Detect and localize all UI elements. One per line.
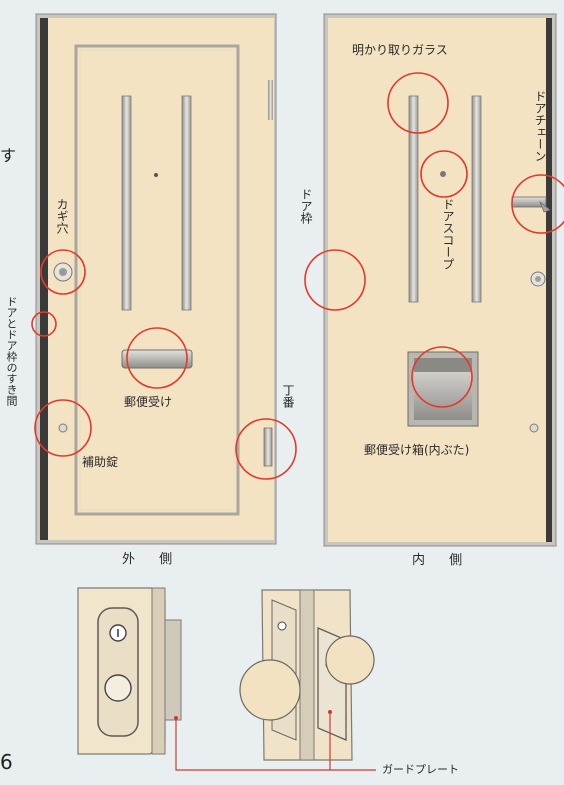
- label-mail-box: 郵便受け箱(内ぶた): [364, 443, 470, 457]
- outside-glass-slot-right: [181, 95, 192, 311]
- aux-lock: [58, 423, 68, 433]
- label-glass: 明かり取りガラス: [352, 43, 448, 57]
- highlight-door-chain: [511, 174, 564, 234]
- inside-glass-slot-right: [471, 95, 482, 303]
- highlight-door-scope: [420, 150, 468, 198]
- highlight-aux-lock: [34, 399, 92, 457]
- label-hinge: 丁番: [281, 384, 295, 408]
- outside-peephole: [154, 173, 158, 177]
- outside-door: [35, 13, 277, 545]
- inside-knob: [530, 271, 546, 287]
- cylinder-lower: [104, 674, 132, 702]
- inside-glass-slot-left: [408, 95, 419, 303]
- label-door-frame: ドア枠: [299, 188, 313, 224]
- inside-door: [323, 13, 557, 547]
- mail-box-inner-lid: [407, 351, 479, 427]
- highlight-mail-slot: [126, 327, 188, 389]
- label-door-scope: ドアスコープ: [441, 198, 455, 270]
- inside-knob-right: [325, 635, 375, 685]
- outside-hinge: [263, 427, 273, 467]
- highlight-door-gap: [31, 311, 57, 337]
- caption-outside: 外 側: [122, 552, 183, 567]
- label-door-gap: ドアとドア枠のすき間: [5, 296, 18, 406]
- outside-lock-illustration: [77, 587, 182, 755]
- inside-lock-illustration: [239, 589, 375, 761]
- label-keyhole: カギ穴: [55, 198, 69, 234]
- side-char: す: [0, 146, 17, 165]
- label-door-chain: ドアチェーン: [533, 90, 547, 162]
- mail-slot: [121, 349, 193, 369]
- highlight-hinge: [235, 418, 297, 480]
- label-guard-plate: ガードプレート: [382, 763, 459, 776]
- guard-plate-callout: [175, 712, 376, 771]
- highlight-door-frame: [304, 249, 366, 311]
- inside-aux-lock: [529, 423, 539, 433]
- page-number: 6: [0, 750, 13, 774]
- highlight-circles: [31, 72, 564, 480]
- guard-plate-outside: [97, 607, 139, 737]
- label-mail-slot: 郵便受け: [124, 395, 173, 409]
- outside-glass-slot-left: [121, 95, 132, 311]
- caption-inside: 内 側: [412, 553, 473, 568]
- inside-knob-left: [239, 659, 301, 721]
- highlight-glass: [387, 72, 449, 134]
- highlight-mail-box: [411, 346, 473, 408]
- highlight-keyhole: [40, 249, 86, 295]
- label-aux-lock: 補助錠: [82, 455, 119, 469]
- keyhole-cylinder: [53, 262, 73, 282]
- outside-door-gap-edge: [40, 18, 48, 540]
- outside-hinge-top: [268, 80, 273, 120]
- door-scope: [440, 171, 446, 177]
